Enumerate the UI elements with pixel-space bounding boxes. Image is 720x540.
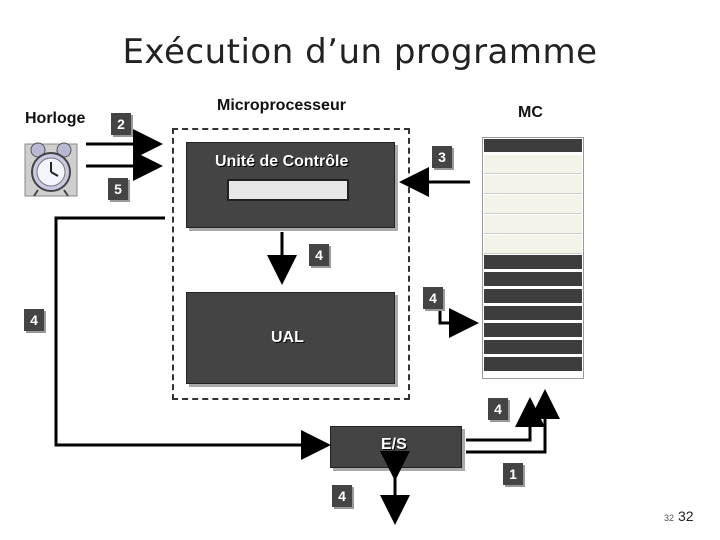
slide-title: Exécution d’un programme [122,32,598,72]
step-marker-4-ual: 4 [423,287,443,309]
mc-label: MC [518,104,543,121]
step-marker-4-cu: 4 [309,244,329,266]
memory-cell [484,289,582,303]
step-marker-3: 3 [432,146,452,168]
memory-cell [484,139,582,152]
step-marker-4-left: 4 [24,309,44,331]
control-unit-block: Unité de Contrôle [186,142,395,228]
microprocesseur-label: Microprocesseur [217,97,346,114]
memory-cell [484,175,582,194]
memory-cell [484,255,582,269]
page-number-large: 32 [678,508,694,524]
microprocessor-frame [172,128,410,400]
page-number-small: 32 [664,513,675,523]
step-marker-1: 1 [503,463,523,485]
es-block: E/S [330,426,462,468]
horloge-label: Horloge [25,110,86,127]
memory-es-arrow-outer [466,389,560,454]
instruction-register [227,179,349,201]
memory-cell [484,215,582,234]
step-marker-5: 5 [108,178,128,200]
ual-to-memory-arrow [438,290,479,338]
memory-cell [484,323,582,337]
ual-block: UAL [186,292,395,384]
es-label: E/S [381,436,407,453]
control-unit-label: Unité de Contrôle [215,153,349,170]
memory-cell [484,306,582,320]
clock-icon [24,138,79,200]
step-marker-4-mem: 4 [488,398,508,420]
memory-cell [484,235,582,254]
ual-label: UAL [271,329,304,346]
memory-cell [484,272,582,286]
step-marker-2: 2 [111,113,131,135]
memory-cell [484,340,582,354]
memory-cell [484,195,582,214]
step-marker-4-bottom: 4 [332,485,352,507]
bus-loop-arrow [54,216,331,460]
memory-cell [484,155,582,174]
memory-cell [484,357,582,371]
memory-block [482,137,584,379]
